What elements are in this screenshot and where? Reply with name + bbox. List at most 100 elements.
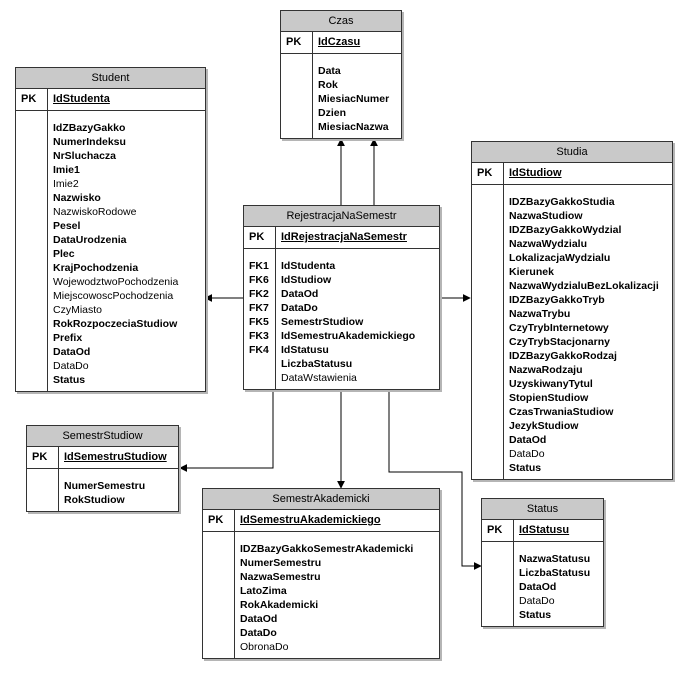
- attribute: DataOd: [240, 613, 278, 625]
- attribute: MiejscowoscPochodzenia: [53, 290, 174, 302]
- primary-key-name: IdRejestracjaNaSemestr: [281, 231, 407, 243]
- foreign-key-label: [21, 359, 47, 373]
- foreign-key-label: [21, 303, 47, 317]
- foreign-key-label: FK6: [249, 274, 269, 286]
- foreign-key-label: FK3: [249, 330, 269, 342]
- foreign-key-label: [208, 640, 234, 654]
- foreign-key-label: [21, 247, 47, 261]
- attribute: DataOd: [281, 288, 319, 300]
- attribute: SemestrStudiow: [281, 316, 364, 328]
- attribute: RokRozpoczeciaStudiow: [53, 318, 178, 330]
- attribute: NazwaStatusu: [519, 553, 591, 565]
- foreign-key-label: [21, 317, 47, 331]
- attribute: Prefix: [53, 332, 83, 344]
- primary-key-row: PK IdStatusu: [482, 520, 603, 542]
- attribute: UzyskiwanyTytul: [509, 378, 593, 390]
- foreign-key-label: [208, 626, 234, 640]
- foreign-key-label: [487, 552, 513, 566]
- foreign-key-label: [208, 570, 234, 584]
- key-column: [472, 185, 504, 479]
- foreign-key-label: [286, 120, 312, 134]
- attribute: ObronaDo: [240, 641, 289, 653]
- pk-label: PK: [244, 227, 276, 248]
- attribute: Imie1: [53, 164, 80, 176]
- foreign-key-label: [21, 233, 47, 247]
- attribute: DataDo: [240, 627, 277, 639]
- attribute: MiesiacNazwa: [318, 121, 389, 133]
- attribute: WojewodztwoPochodzenia: [53, 276, 179, 288]
- pk-label: PK: [281, 32, 313, 53]
- attribute: DataOd: [509, 434, 547, 446]
- attribute: LiczbaStatusu: [519, 567, 591, 579]
- attribute: Status: [53, 374, 86, 386]
- attribute: DataDo: [519, 595, 555, 607]
- attribute: JezykStudiow: [509, 420, 579, 432]
- attribute: DataWstawienia: [281, 372, 357, 384]
- foreign-key-label: [21, 219, 47, 233]
- foreign-key-label: [208, 612, 234, 626]
- attribute: CzasTrwaniaStudiow: [509, 406, 614, 418]
- attribute: Status: [509, 462, 542, 474]
- foreign-key-label: [477, 335, 503, 349]
- foreign-key-label: [477, 447, 503, 461]
- attribute: LiczbaStatusu: [281, 358, 353, 370]
- foreign-key-label: [477, 195, 503, 209]
- attribute: MiesiacNumer: [318, 93, 390, 105]
- attribute: DataOd: [53, 346, 91, 358]
- attribute: CzyMiasto: [53, 304, 103, 316]
- foreign-key-label: [208, 542, 234, 556]
- attribute: NazwaStudiow: [509, 210, 583, 222]
- foreign-key-label: [32, 479, 58, 493]
- foreign-key-label: [477, 307, 503, 321]
- attribute: StopienStudiow: [509, 392, 589, 404]
- attribute: NumerSemestru: [240, 557, 322, 569]
- primary-key-name: IdStudenta: [53, 93, 110, 105]
- attribute: KrajPochodzenia: [53, 262, 139, 274]
- attribute: NrSluchacza: [53, 150, 117, 162]
- key-column: [482, 542, 514, 626]
- foreign-key-label: [21, 373, 47, 387]
- foreign-key-label: [477, 461, 503, 475]
- primary-key-row: PK IdRejestracjaNaSemestr: [244, 227, 439, 249]
- attribute: DataOd: [519, 581, 557, 593]
- primary-key-name: IdStudiow: [509, 167, 562, 179]
- foreign-key-label: [32, 493, 58, 507]
- link-rejestracja-status: [388, 392, 482, 570]
- attribute: RokStudiow: [64, 494, 125, 506]
- entity-title: SemestrStudiow: [27, 426, 178, 447]
- primary-key-name: IdCzasu: [318, 36, 361, 48]
- attribute: IdStatusu: [281, 344, 329, 356]
- entity-title: RejestracjaNaSemestr: [244, 206, 439, 227]
- primary-key-name: IdSemestruAkademickiego: [240, 514, 381, 526]
- foreign-key-label: [21, 149, 47, 163]
- pk-label: PK: [482, 520, 514, 541]
- attribute: DataUrodzenia: [53, 234, 127, 246]
- foreign-key-label: FK2: [249, 288, 269, 300]
- foreign-key-label: [477, 433, 503, 447]
- primary-key-name: IdStatusu: [519, 524, 570, 536]
- foreign-key-label: [477, 251, 503, 265]
- attribute: DataDo: [281, 302, 318, 314]
- key-column: [27, 469, 59, 511]
- foreign-key-label: [487, 608, 513, 622]
- attribute: DataDo: [509, 448, 545, 460]
- pk-label: PK: [16, 89, 48, 110]
- attribute: LokalizacjaWydzialu: [509, 252, 611, 264]
- entity-title: Student: [16, 68, 205, 89]
- foreign-key-label: FK4: [249, 344, 269, 356]
- foreign-key-label: [286, 64, 312, 78]
- foreign-key-label: FK1: [249, 260, 269, 272]
